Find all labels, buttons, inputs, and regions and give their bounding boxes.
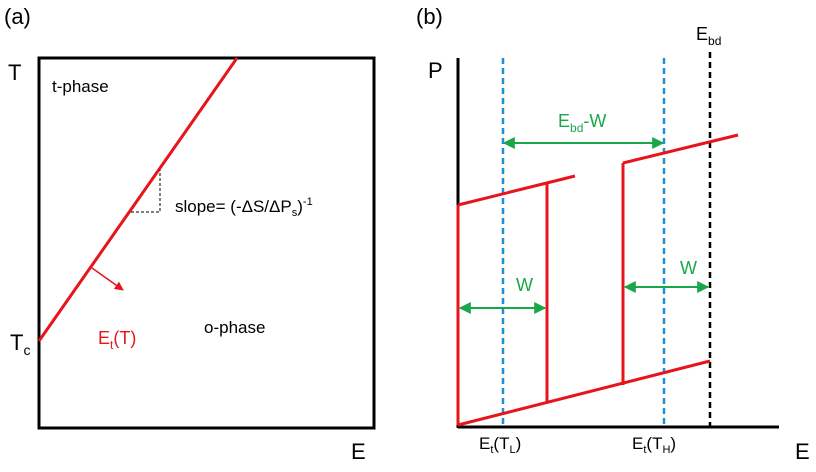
panel-a-tc-label: Tc (10, 330, 30, 358)
panel-a-slope-label: slope= (-ΔS/ΔPs)-1 (175, 196, 313, 219)
panel-b-y-axis-label: P (428, 58, 443, 83)
panel-b-lower-branch (457, 359, 711, 427)
panel-a-frame (37, 56, 376, 430)
panel-a: (a) T E Tc t-phase o-phase slope= (-ΔS/Δ… (4, 4, 376, 464)
panel-a-y-axis-label: T (8, 60, 21, 85)
panel-b-right-loop-upper-branch (622, 133, 739, 165)
panel-a-normal-arrow (91, 267, 124, 291)
panel-b-left-loop (456, 174, 711, 427)
panel-b-w-label-left: W (516, 275, 533, 295)
panel-b-tick-th: Et(TH) (632, 434, 676, 456)
panel-b-ebd-label: Ebd (696, 24, 721, 48)
panel-b-tick-tl: Et(TL) (479, 434, 521, 456)
panel-a-t-phase-label: t-phase (52, 77, 109, 96)
panel-a-x-axis-label: E (351, 439, 366, 464)
panel-b: (b) P E Ebd Ebd-W W W (416, 4, 810, 464)
panel-b-left-loop-upper-branch (457, 174, 576, 207)
panel-a-o-phase-label: o-phase (204, 318, 265, 337)
panel-b-label: (b) (416, 4, 443, 29)
panel-a-line-label: Et(T) (98, 328, 136, 352)
panel-a-label: (a) (4, 4, 31, 29)
panel-a-transition-line (37, 57, 239, 342)
panel-b-right-loop (621, 133, 739, 385)
panel-b-x-axis-label: E (795, 439, 810, 464)
panel-b-ebd-w-label: Ebd-W (558, 111, 606, 135)
panel-b-w-label-right: W (680, 258, 697, 278)
panel-a-slope-triangle (131, 170, 161, 213)
